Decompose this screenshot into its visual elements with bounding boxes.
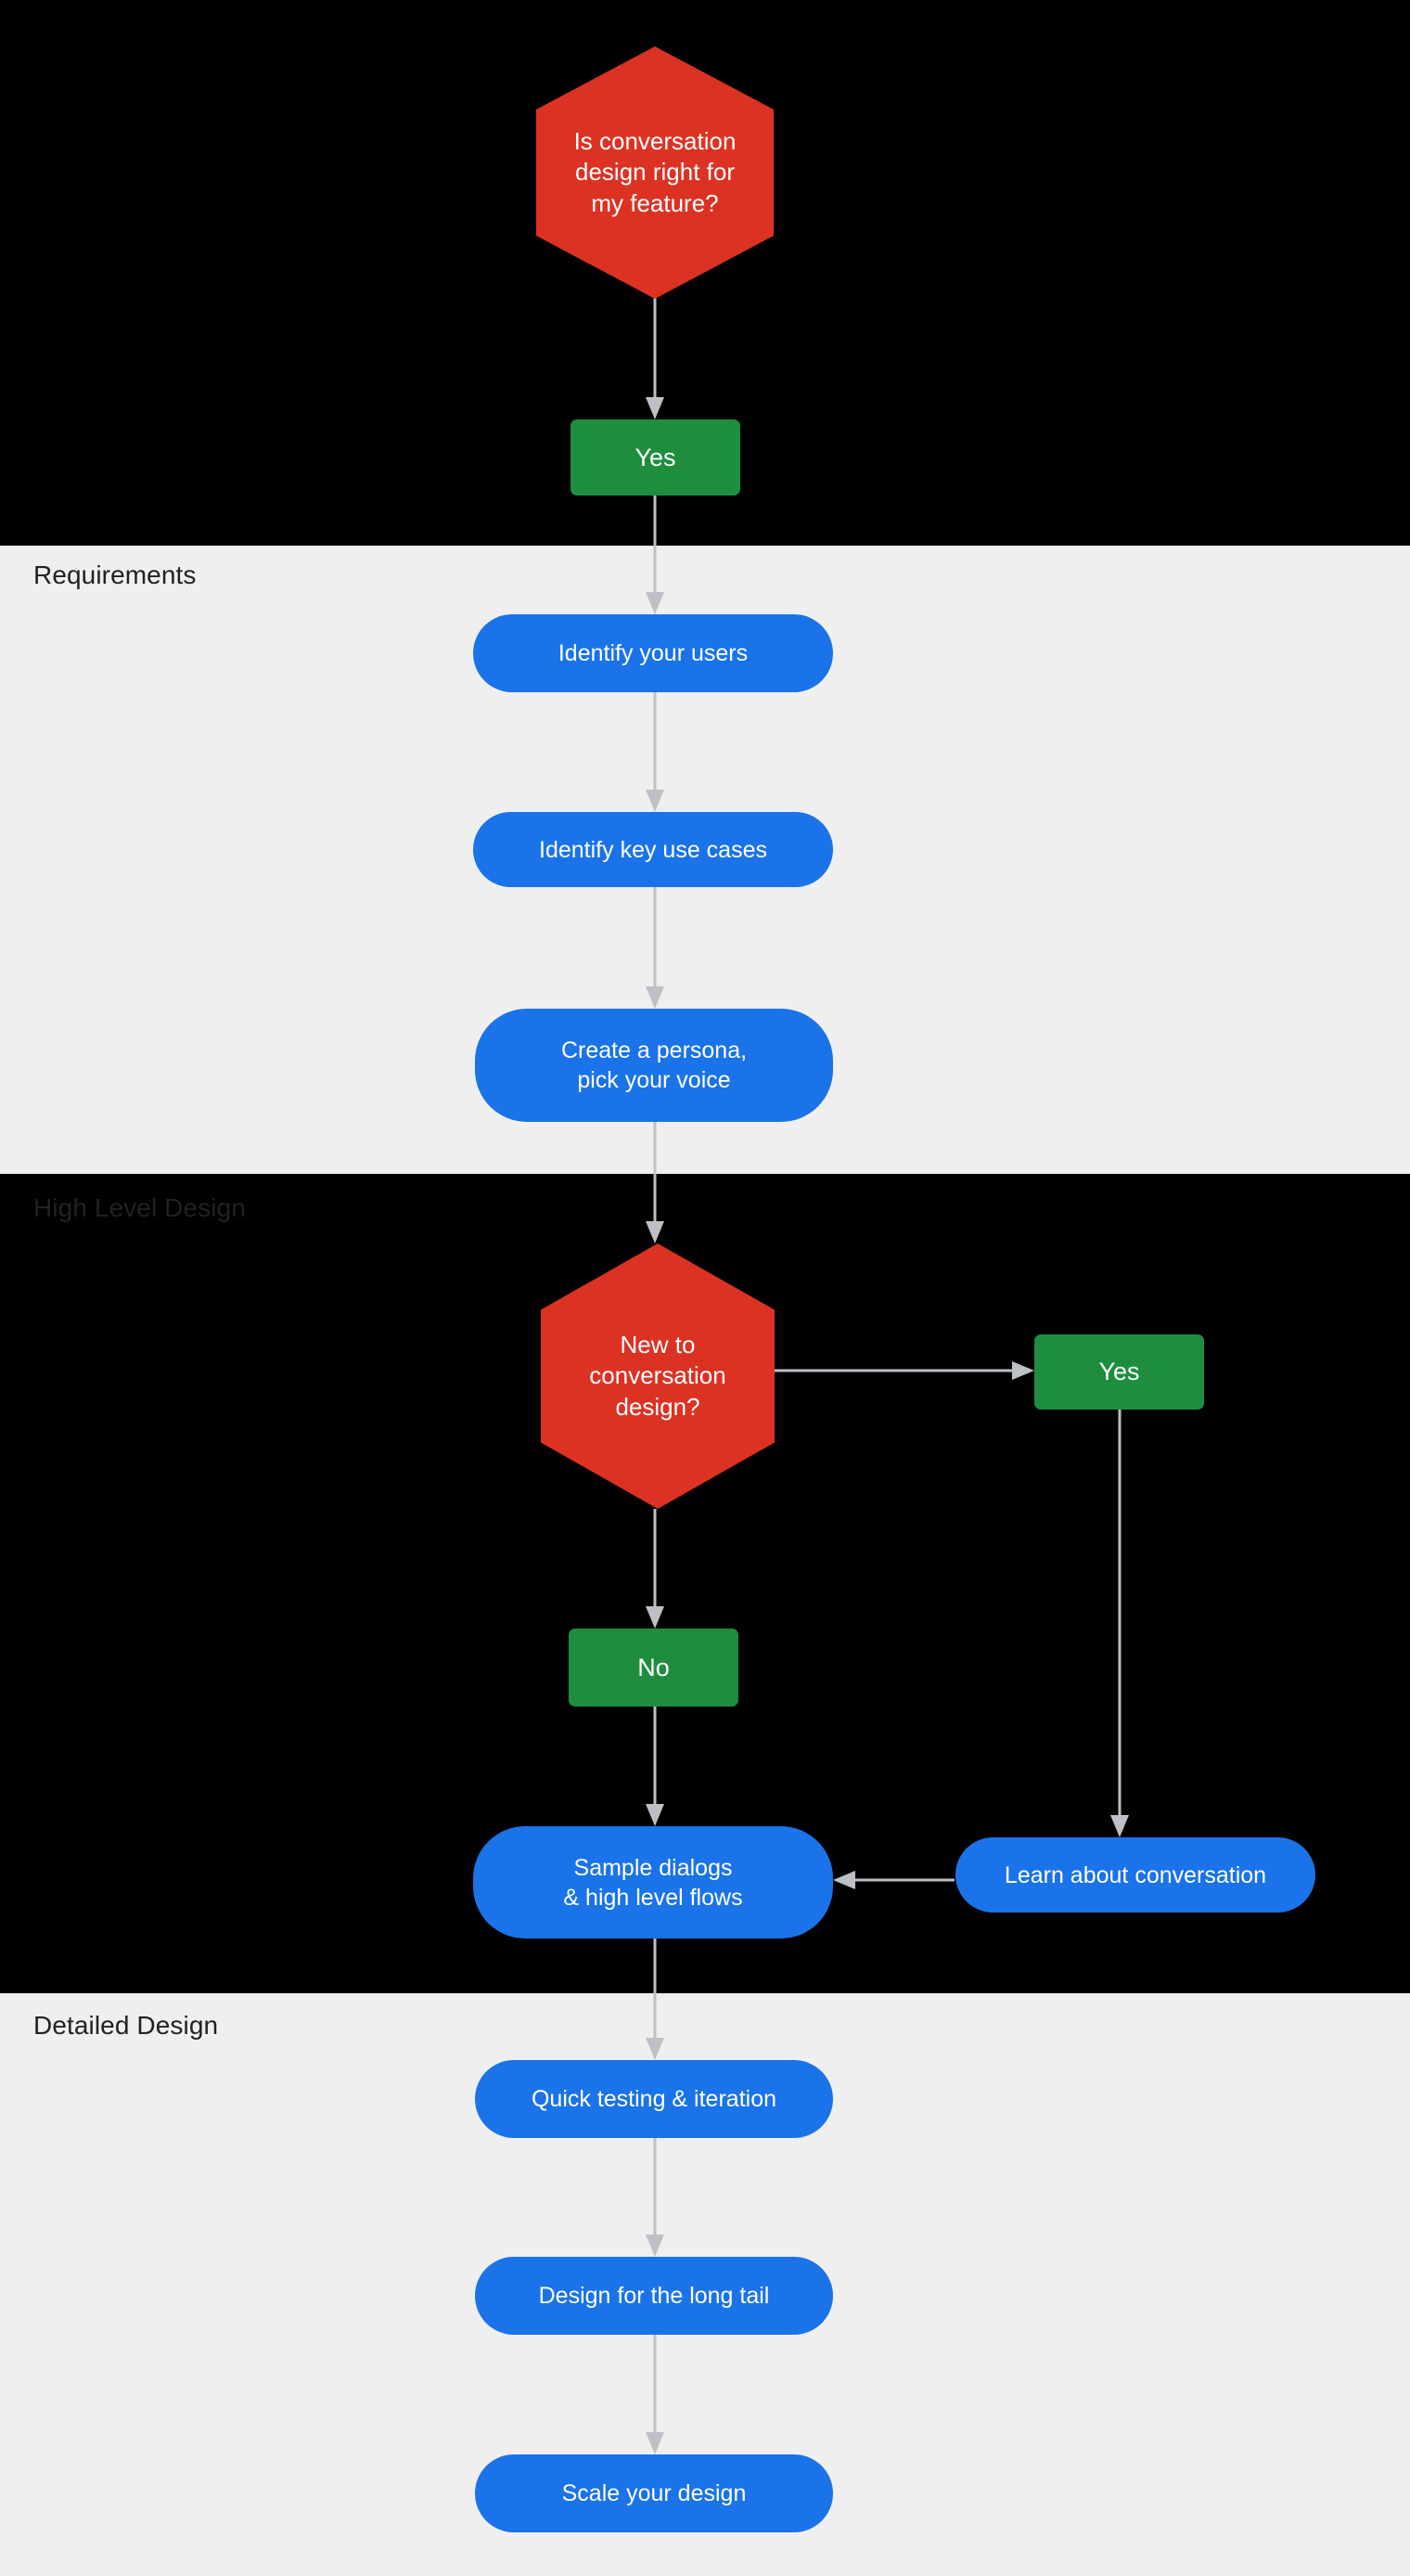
step-sample-dialogs-high-level-flows-label: Sample dialogs & high level flows [563, 1854, 743, 1911]
step-identify-your-users-label: Identify your users [558, 640, 749, 666]
step-create-persona-pick-voice[interactable]: Create a persona, pick your voice [475, 1009, 833, 1122]
step-create-persona-pick-voice-label: Create a persona, pick your voice [560, 1037, 748, 1093]
decision-is-conversation-design-right[interactable]: Is conversation design right for my feat… [536, 46, 774, 299]
step-identify-key-use-cases-label: Identify key use cases [539, 836, 767, 863]
step-scale-your-design-label: Scale your design [561, 2480, 747, 2506]
step-learn-about-conversation-label: Learn about conversation [1004, 1861, 1267, 1888]
step-quick-testing-iteration[interactable]: Quick testing & iteration [475, 2060, 833, 2138]
answer-yes-second-label: Yes [1098, 1358, 1140, 1386]
step-design-for-the-long-tail-label: Design for the long tail [538, 2283, 770, 2309]
answer-yes-first[interactable]: Yes [570, 419, 740, 496]
answer-yes-first-label: Yes [634, 443, 676, 471]
step-identify-your-users[interactable]: Identify your users [473, 614, 833, 692]
step-learn-about-conversation[interactable]: Learn about conversation [955, 1837, 1315, 1913]
section-label-detailed-design: Detailed Design [33, 2011, 219, 2040]
step-sample-dialogs-high-level-flows[interactable]: Sample dialogs & high level flows [473, 1826, 833, 1938]
step-scale-your-design[interactable]: Scale your design [475, 2454, 833, 2532]
decision-2-label: New to conversation design? [589, 1331, 726, 1421]
answer-yes-second[interactable]: Yes [1034, 1334, 1204, 1410]
section-label-high-level-design: High Level Design [33, 1193, 246, 1222]
decision-1-label: Is conversation design right for my feat… [573, 127, 737, 217]
step-identify-key-use-cases[interactable]: Identify key use cases [473, 812, 833, 887]
step-quick-testing-iteration-label: Quick testing & iteration [531, 2086, 776, 2112]
answer-no-label: No [637, 1653, 670, 1681]
step-design-for-the-long-tail[interactable]: Design for the long tail [475, 2257, 833, 2335]
section-label-requirements: Requirements [33, 560, 197, 589]
answer-no[interactable]: No [569, 1629, 738, 1707]
